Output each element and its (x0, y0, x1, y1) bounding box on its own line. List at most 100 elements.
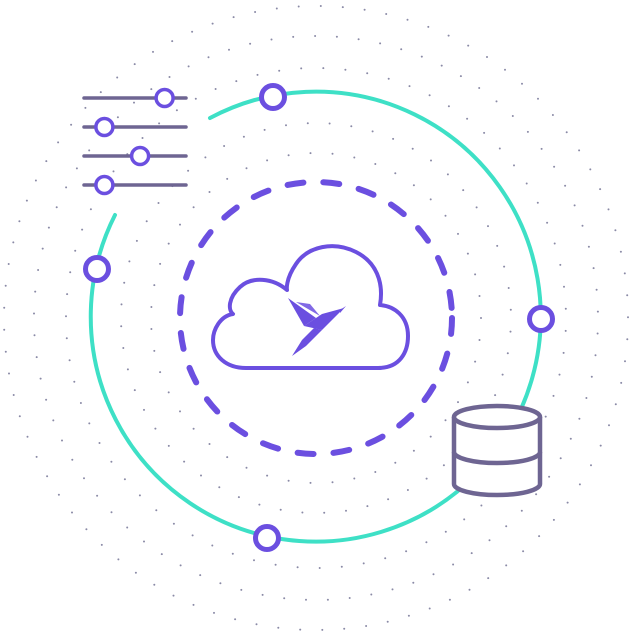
background-dot (37, 269, 40, 271)
background-dot (120, 325, 123, 328)
background-dot (365, 625, 368, 627)
background-dot (258, 503, 261, 506)
background-dot (537, 97, 539, 100)
background-dot (394, 461, 397, 464)
background-dot (242, 135, 245, 138)
background-dot (168, 76, 171, 78)
background-dot (283, 597, 286, 600)
background-dot (309, 152, 312, 155)
background-dot (466, 117, 469, 120)
background-dot (353, 477, 356, 480)
background-dot (74, 249, 77, 252)
background-dot (204, 156, 207, 159)
background-dot (318, 567, 321, 569)
background-dot (145, 220, 148, 223)
background-dot (12, 394, 15, 396)
background-dot (494, 394, 497, 397)
background-dot (459, 75, 462, 78)
background-dot (279, 508, 282, 511)
background-dot (430, 159, 432, 162)
background-dot (245, 167, 248, 170)
background-dot (551, 114, 554, 116)
background-dot (88, 422, 91, 425)
orbit-nodes (83, 83, 555, 552)
background-dot (392, 137, 395, 140)
background-dot (153, 284, 156, 287)
background-dot (34, 290, 37, 293)
background-dot (474, 273, 477, 276)
background-dot (52, 419, 55, 422)
background-dot (620, 381, 623, 384)
background-dot (110, 460, 113, 463)
background-dot (427, 25, 430, 28)
background-dot (520, 509, 523, 512)
background-dot (624, 360, 626, 363)
background-dot (522, 550, 525, 553)
background-dot (116, 116, 119, 119)
background-dot (33, 334, 36, 337)
background-dot (45, 398, 48, 401)
background-dot (447, 105, 450, 108)
background-dot (562, 351, 565, 354)
background-dot (34, 179, 37, 182)
background-dot (253, 559, 255, 562)
background-dot (552, 394, 555, 397)
background-dot (425, 541, 428, 544)
background-dot (559, 457, 562, 460)
background-dot (208, 443, 211, 445)
background-dot (474, 360, 477, 363)
background-dot (627, 316, 629, 319)
background-dot (256, 73, 259, 76)
background-dot (457, 232, 459, 235)
background-dot (292, 35, 295, 38)
background-dot (3, 328, 6, 331)
background-dot (487, 225, 489, 228)
background-dot (254, 11, 257, 13)
background-dot (183, 460, 186, 463)
background-dot (536, 201, 539, 204)
background-dot (228, 48, 230, 51)
background-dot (429, 198, 432, 201)
background-dot (179, 410, 181, 413)
background-dot (12, 241, 15, 244)
background-dot (585, 397, 588, 399)
background-dot (235, 80, 238, 83)
background-dot (521, 82, 523, 85)
background-dot (432, 573, 435, 576)
background-dot (566, 501, 569, 504)
background-dot (187, 169, 190, 172)
background-dot (406, 489, 409, 491)
background-dot (487, 577, 490, 580)
background-dot (66, 293, 69, 296)
background-dot (412, 581, 415, 584)
background-dot (266, 474, 269, 477)
background-dot (287, 479, 290, 482)
background-dot (75, 167, 78, 170)
background-dot (18, 220, 21, 223)
background-dot (411, 147, 414, 150)
background-dot (503, 265, 506, 268)
background-dot (374, 163, 377, 165)
background-dot (475, 206, 478, 209)
database-top (451, 403, 543, 431)
database-body (451, 417, 543, 498)
background-dot (563, 285, 565, 288)
background-dot (607, 208, 610, 211)
background-dot (128, 260, 131, 263)
background-dot (614, 229, 617, 232)
background-dot (407, 614, 410, 617)
background-dot (590, 375, 593, 378)
background-dot (552, 518, 555, 521)
background-dot (581, 224, 584, 227)
background-dot (245, 466, 248, 469)
background-dot (553, 165, 556, 168)
background-dot (134, 571, 137, 574)
background-dot (538, 535, 541, 538)
background-dot (100, 543, 103, 546)
background-dot (89, 208, 92, 211)
background-dot (452, 563, 455, 566)
hummingbird-icon (288, 298, 346, 356)
background-dot (440, 64, 443, 67)
background-dot (343, 627, 346, 630)
